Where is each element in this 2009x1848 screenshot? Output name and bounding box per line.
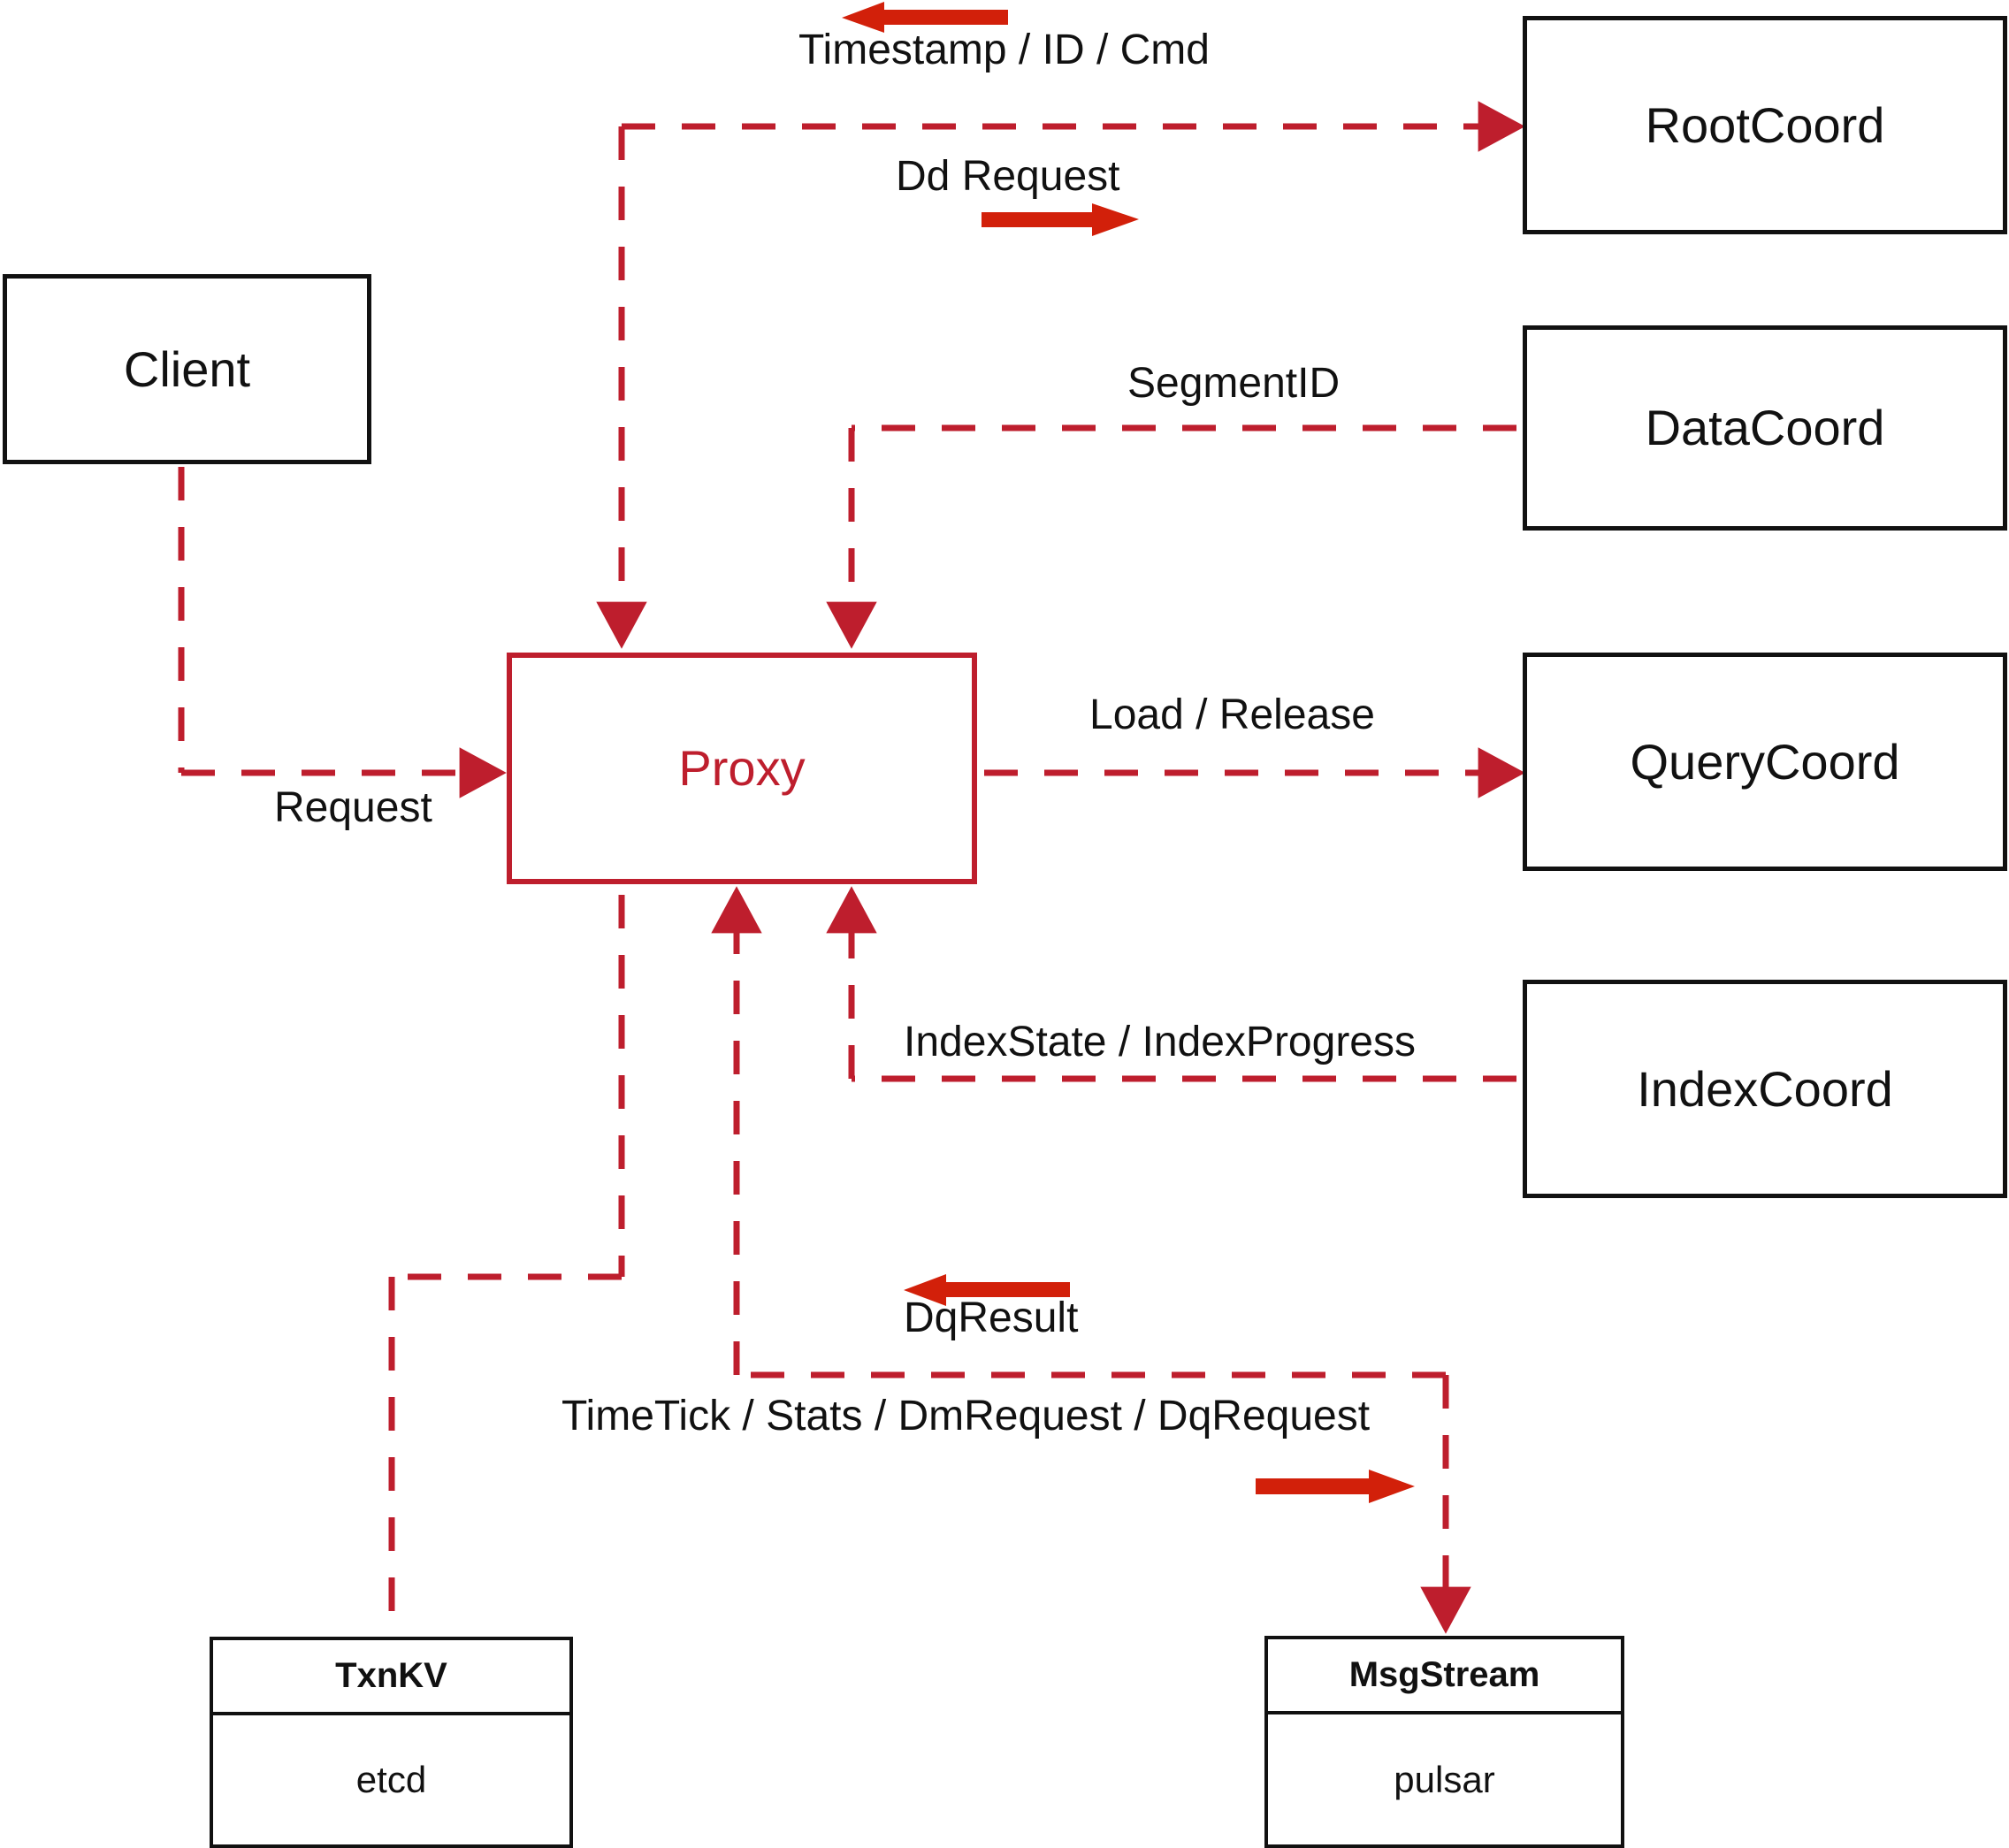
node-proxy[interactable]: Proxy	[507, 653, 977, 884]
node-root-coord[interactable]: RootCoord	[1523, 16, 2007, 234]
edge-label-timestamp-id-cmd: Timestamp / ID / Cmd	[798, 27, 1210, 73]
node-query-coord[interactable]: QueryCoord	[1523, 653, 2007, 871]
direction-arrow-timestamp	[842, 2, 1008, 33]
node-msgstream-title: MsgStream	[1268, 1639, 1621, 1714]
node-msgstream-impl: pulsar	[1394, 1758, 1495, 1800]
direction-arrow-dd-request	[982, 203, 1139, 236]
node-index-coord-label: IndexCoord	[1637, 1060, 1893, 1117]
node-txnkv-impl: etcd	[355, 1759, 427, 1800]
node-data-coord[interactable]: DataCoord	[1523, 325, 2007, 531]
node-txnkv[interactable]: TxnKV etcd	[210, 1637, 573, 1848]
node-client[interactable]: Client	[3, 274, 371, 464]
edge-label-request: Request	[274, 784, 432, 831]
edge-label-dd-request: Dd Request	[896, 153, 1120, 200]
node-index-coord[interactable]: IndexCoord	[1523, 980, 2007, 1198]
node-root-coord-label: RootCoord	[1645, 96, 1885, 153]
edge-label-segment-id: SegmentID	[1127, 360, 1341, 407]
edge-label-load-release: Load / Release	[1089, 691, 1375, 738]
node-txnkv-title: TxnKV	[213, 1640, 569, 1715]
direction-arrow-dqresult	[904, 1274, 1070, 1306]
edge-label-index-state-progress: IndexState / IndexProgress	[904, 1019, 1416, 1065]
edge-label-timetick-stats: TimeTick / Stats / DmRequest / DqRequest	[561, 1393, 1371, 1439]
node-query-coord-label: QueryCoord	[1630, 733, 1900, 790]
node-msgstream[interactable]: MsgStream pulsar	[1264, 1636, 1624, 1848]
node-data-coord-label: DataCoord	[1645, 400, 1885, 455]
edge-label-dq-result: DqResult	[904, 1294, 1079, 1341]
direction-arrow-timetick	[1256, 1470, 1415, 1503]
node-proxy-label: Proxy	[678, 740, 806, 796]
node-client-label: Client	[123, 340, 251, 397]
